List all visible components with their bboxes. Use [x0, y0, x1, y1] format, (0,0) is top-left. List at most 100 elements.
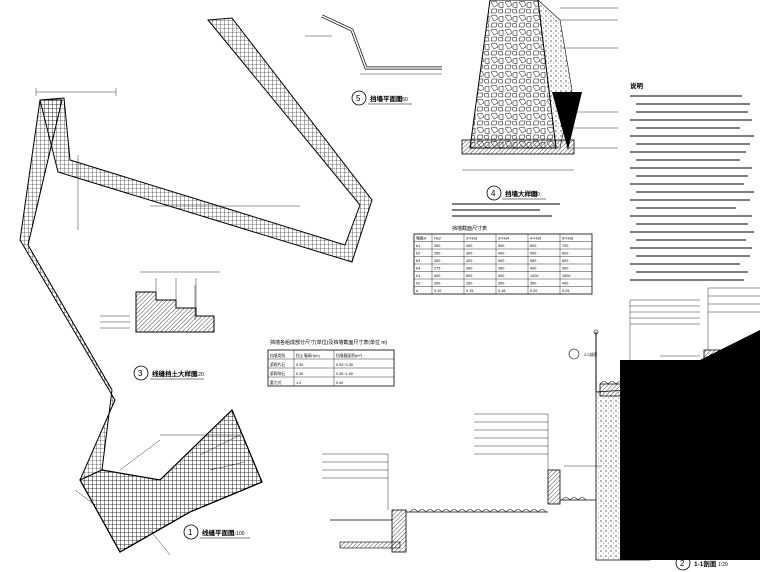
table2-cell: 3<H≤4 — [498, 237, 509, 241]
table2-cell: 0.25 — [562, 289, 569, 293]
table2-cell: 300 — [434, 259, 440, 263]
view-1-scale: 1:100 — [232, 531, 245, 537]
view-3-number: 3 — [138, 369, 143, 378]
table1-cell: 0.40 — [336, 381, 343, 385]
table2-cell: 0.20 — [530, 289, 537, 293]
view-3-marker — [133, 365, 149, 381]
upper-band — [39, 17, 373, 263]
table2-cell: 700 — [562, 244, 568, 248]
table2-cell: 墙高H — [416, 236, 427, 241]
view-4-scale: 1:20 — [530, 192, 540, 198]
view-4-title: 挡墙大样图 — [505, 189, 538, 198]
table2-cell: 1200 — [530, 274, 538, 278]
table2-cell: 550 — [530, 259, 536, 263]
section-view: 2-2剖面 2 1-1剖面 1:20 — [322, 287, 760, 571]
table2-cell: 400 — [466, 244, 472, 248]
top-coping — [703, 349, 723, 391]
section-leaders — [322, 287, 760, 510]
table2-cell: 600 — [562, 259, 568, 263]
table1-cell: 挡土墙高H(m) — [296, 353, 320, 358]
grass-lower — [409, 509, 547, 513]
drain-wedge — [552, 92, 582, 150]
table2-cell: 5<H≤6 — [562, 237, 573, 241]
notes-block: 说明 — [452, 81, 754, 281]
table2-cell: 350 — [498, 267, 504, 271]
lower-plaza — [79, 408, 263, 553]
section-2-marker — [568, 348, 580, 360]
table1-cell: 0.30~1.00 — [336, 372, 353, 376]
table2-cell: 900 — [498, 274, 504, 278]
dimensions — [35, 88, 300, 320]
inner-edge — [27, 99, 113, 391]
table2-cell: 400 — [434, 274, 440, 278]
table2-cell: 300 — [466, 267, 472, 271]
table2-cell: 300 — [498, 282, 504, 286]
material-table: 挡墙各组成部分尺寸(单位)及挡墙截面尺寸表(单位 m) 挡墙类别 挡土墙高H(m)… — [267, 339, 395, 387]
table2-cell: H≤2 — [434, 237, 441, 241]
table1-cell: 0.90~0.30 — [336, 363, 353, 367]
table1-cell: 挡墙截面积(m²) — [336, 353, 363, 358]
table2-cell: 420 — [466, 259, 472, 263]
table1-cell: 挡墙类别 — [270, 353, 285, 358]
mid-wall — [547, 469, 561, 505]
table2-cell: 400 — [498, 252, 504, 256]
view-1-marker — [183, 524, 199, 540]
notes-title: 说明 — [630, 81, 644, 90]
table2-cell: 0.10 — [434, 289, 441, 293]
wall-plan-view: 5 挡墙平面图 1:50 — [305, 14, 442, 106]
table1-cell: 1.0 — [296, 381, 301, 385]
table1-cell: 浆砌片石 — [270, 362, 285, 367]
table2-cell: 0.15 — [466, 289, 473, 293]
table2-cell: b1 — [416, 244, 420, 248]
notes-lines — [630, 95, 754, 281]
view-2-title: 1-1剖面 — [694, 559, 717, 568]
view-2-scale: 1:20 — [718, 562, 728, 568]
table2-title: 挡墙截面尺寸表 — [452, 225, 487, 232]
steps-detail-view: 3 线缝挡土大样图 1:20 — [100, 271, 220, 381]
wall-cap — [599, 383, 721, 397]
table2-cell: α — [416, 289, 419, 293]
table2-cell: b3 — [416, 259, 420, 263]
table2-cell: b4 — [416, 267, 420, 271]
view-5-marker — [351, 90, 367, 106]
table1-cell: 重力式 — [270, 380, 282, 385]
grass-top — [599, 381, 705, 385]
table2-cell: b2 — [416, 252, 420, 256]
table2-cell: 4<H≤5 — [530, 237, 541, 241]
plan-view: 1 线缝平面图 1:100 — [19, 17, 373, 556]
table2-cell: 600 — [530, 244, 536, 248]
view-1-number: 1 — [188, 528, 193, 537]
table2-cell: 1500 — [562, 274, 570, 278]
view-4-number: 4 — [491, 189, 496, 198]
table2-cell: h2 — [416, 282, 420, 286]
table2-cell: 250 — [434, 252, 440, 256]
notes-sub — [452, 203, 560, 217]
table2-cell: 200 — [434, 282, 440, 286]
table2-cell: 300 — [434, 244, 440, 248]
table2-cell: 500 — [562, 267, 568, 271]
table1-title: 挡墙各组成部分尺寸(单位)及挡墙截面尺寸表(单位 m) — [270, 339, 388, 346]
view-5-title: 挡墙平面图 — [370, 94, 403, 103]
wall-detail-view: 4 挡墙大样图 1:20 — [461, 0, 618, 201]
view-2-marker — [675, 555, 691, 571]
table2-cell: 400 — [530, 267, 536, 271]
view-2-number: 2 — [680, 559, 685, 568]
pavement-band — [339, 541, 401, 549]
table2-cell: 400 — [562, 282, 568, 286]
view-1-title: 线缝平面图 — [202, 528, 235, 537]
table2-cell: 300 — [466, 252, 472, 256]
view-3-scale: 1:20 — [194, 372, 204, 378]
table2-cell: 600 — [562, 252, 568, 256]
table2-cell: 500 — [498, 244, 504, 248]
grass-mid — [561, 497, 587, 501]
table2-cell: 600 — [466, 274, 472, 278]
wall-detail-leaders — [560, 7, 618, 149]
table2-cell: 275 — [434, 267, 440, 271]
table2-cell: 500 — [498, 259, 504, 263]
table2-cell: 500 — [530, 252, 536, 256]
plan-leaders — [74, 434, 246, 556]
